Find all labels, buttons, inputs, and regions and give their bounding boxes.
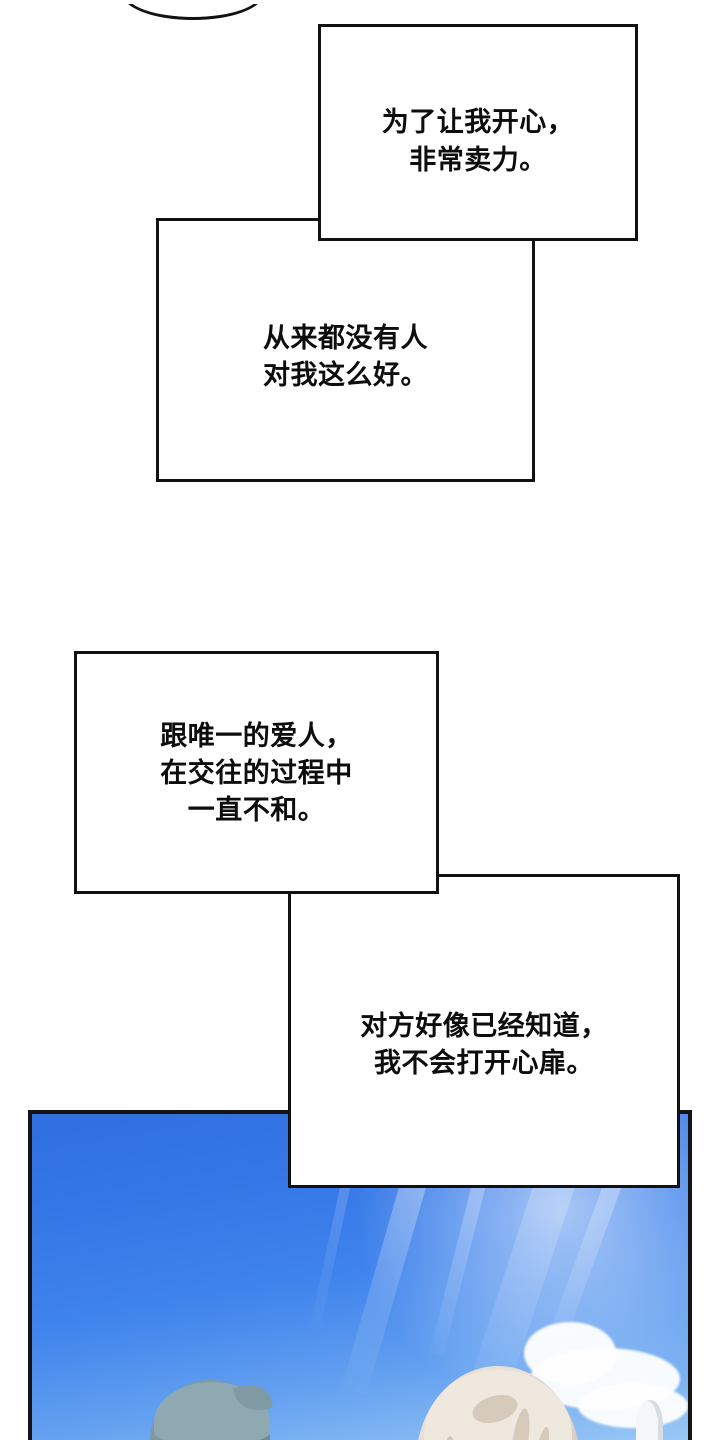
cloud-shape [578, 1384, 688, 1428]
cloud-shape [524, 1322, 616, 1384]
character-raised-hand [636, 1400, 663, 1440]
narration-panel-3: 跟唯一的爱人， 在交往的过程中 一直不和。 [74, 651, 439, 894]
narration-panel-1-text: 为了让我开心， 非常卖力。 [381, 107, 575, 175]
narration-panel-1: 为了让我开心， 非常卖力。 [318, 24, 638, 241]
panel-seam-1-2 [321, 215, 532, 222]
panel-seam-3-4 [291, 871, 436, 878]
narration-panel-2: 从来都没有人 对我这么好。 [156, 218, 535, 482]
narration-panel-4-text: 对方好像已经知道， 我不会打开心扉。 [360, 1010, 608, 1078]
narration-panel-2-text: 从来都没有人 对我这么好。 [263, 322, 428, 390]
character-green-haired [150, 1380, 270, 1440]
narration-panel-4: 对方好像已经知道， 我不会打开心扉。 [288, 874, 680, 1188]
narration-panel-3-text: 跟唯一的爱人， 在交往的过程中 一直不和。 [160, 720, 353, 826]
speech-bubble-tail-mask [110, 0, 275, 4]
